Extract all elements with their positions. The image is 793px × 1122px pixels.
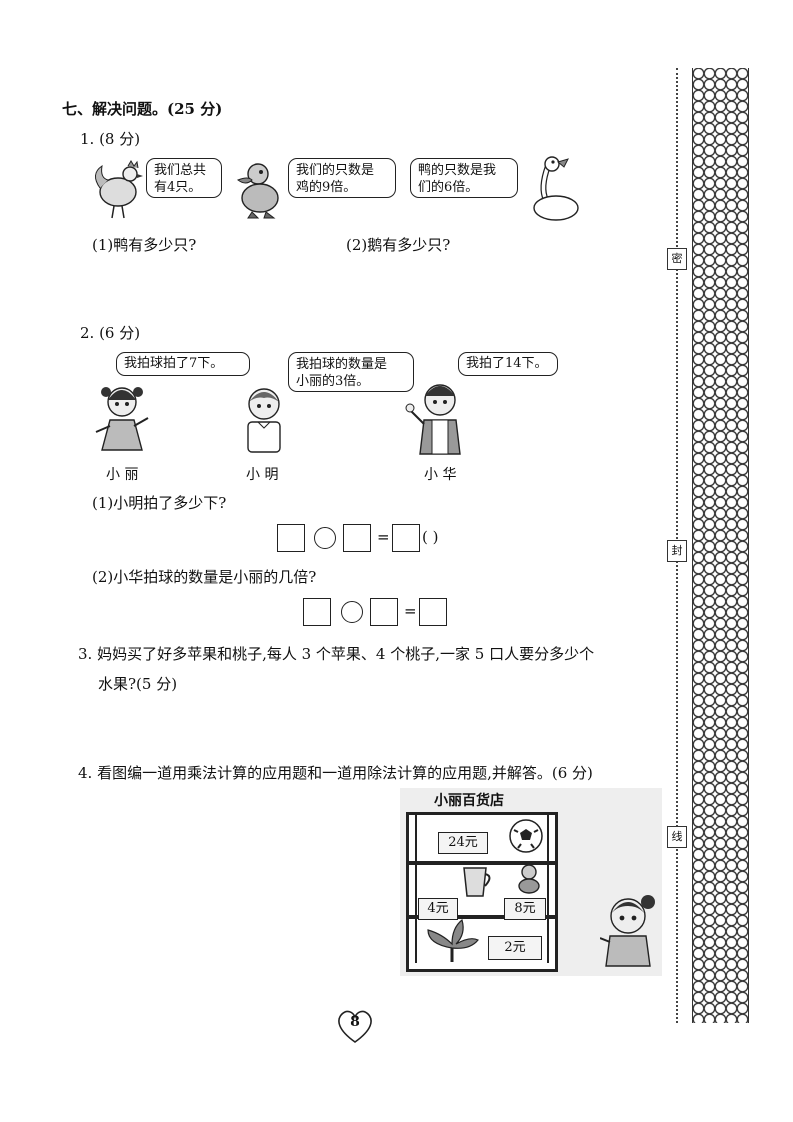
goose-speech-line2: 们的6倍。 <box>418 180 479 195</box>
feather-duster-icon <box>427 918 479 962</box>
girl-xiaoli-illustration <box>95 387 149 451</box>
q1-sub2: (2)鹅有多少只? <box>346 236 451 254</box>
duck-speech-bubble: 我们的只数是 鸡的9倍。 <box>288 158 396 198</box>
name-xiaohua: 小 华 <box>424 467 457 483</box>
girl-speech-bubble: 我拍球拍了7下。 <box>116 352 250 376</box>
goose-illustration <box>533 156 579 221</box>
q2-sub1: (1)小明拍了多少下? <box>92 494 227 512</box>
duck-speech-line2: 鸡的9倍。 <box>296 180 357 195</box>
eq2-operand1-box[interactable] <box>303 598 331 626</box>
eq2-equals-sign: = <box>404 602 417 620</box>
eq1-operator-circle[interactable] <box>314 527 336 549</box>
goose-speech-bubble: 鸭的只数是我 们的6倍。 <box>410 158 518 198</box>
xiaoming-speech-line1: 我拍球的数量是 <box>296 357 388 372</box>
eq1-equals-sign: = <box>377 528 390 546</box>
name-xiaoming: 小 明 <box>246 467 279 483</box>
price-tag-cup: 4元 <box>418 898 458 920</box>
eq1-operand2-box[interactable] <box>343 524 371 552</box>
rooster-illustration <box>95 160 143 219</box>
eq2-result-box[interactable] <box>419 598 447 626</box>
q2-number: 2. (6 分) <box>80 324 141 342</box>
q3-line2: 水果?(5 分) <box>98 675 178 693</box>
page-number-heart-icon <box>338 1010 372 1043</box>
name-xiaoli: 小 丽 <box>106 467 139 483</box>
shelf-board-2 <box>409 915 555 919</box>
q4-line1: 4. 看图编一道用乘法计算的应用题和一道用除法计算的应用题,并解答。(6 分) <box>78 764 593 782</box>
cup-icon <box>463 867 491 897</box>
boy-xiaoming-illustration <box>247 388 281 453</box>
shopkeeper-girl-illustration <box>600 895 655 967</box>
eq2-operator-circle[interactable] <box>341 601 363 623</box>
margin-seal-xian: 线 <box>667 826 687 848</box>
margin-circle-pattern <box>692 68 749 1023</box>
shelf-inner-frame <box>415 815 549 963</box>
boy-xiaohua-illustration <box>405 384 461 455</box>
shelf-board-1 <box>409 861 555 865</box>
eq1-unit-paren: ( ) <box>422 528 439 546</box>
xiaoming-speech-line2: 小丽的3倍。 <box>296 374 370 389</box>
store-title: 小丽百货店 <box>434 793 504 809</box>
margin-seal-mi: 密 <box>667 248 687 270</box>
goose-speech-line1: 鸭的只数是我 <box>418 163 497 178</box>
margin-seal-feng: 封 <box>667 540 687 562</box>
page-number: 8 <box>350 1014 360 1030</box>
q2-sub2: (2)小华拍球的数量是小丽的几倍? <box>92 568 317 586</box>
eq1-operand1-box[interactable] <box>277 524 305 552</box>
price-tag-ball: 24元 <box>438 832 488 854</box>
price-tag-toy: 8元 <box>504 898 546 920</box>
duck-speech-line1: 我们的只数是 <box>296 163 375 178</box>
q3-line1: 3. 妈妈买了好多苹果和桃子,每人 3 个苹果、4 个桃子,一家 5 口人要分多… <box>78 645 595 663</box>
soccer-ball-icon <box>509 819 543 853</box>
price-tag-feather: 2元 <box>488 936 542 960</box>
rooster-speech-bubble: 我们总共 有4只。 <box>146 158 222 198</box>
rooster-speech-line2: 有4只。 <box>154 180 202 195</box>
q1-sub1: (1)鸭有多少只? <box>92 236 197 254</box>
duck-illustration <box>236 163 279 219</box>
xiaoming-speech-bubble: 我拍球的数量是 小丽的3倍。 <box>288 352 414 392</box>
xiaohua-speech-bubble: 我拍了14下。 <box>458 352 558 376</box>
eq2-operand2-box[interactable] <box>370 598 398 626</box>
eq1-result-box[interactable] <box>392 524 420 552</box>
toy-figure-icon <box>518 864 540 894</box>
section-title: 七、解决问题。(25 分) <box>62 100 223 118</box>
rooster-speech-line1: 我们总共 <box>154 163 207 178</box>
q1-number: 1. (8 分) <box>80 130 141 148</box>
